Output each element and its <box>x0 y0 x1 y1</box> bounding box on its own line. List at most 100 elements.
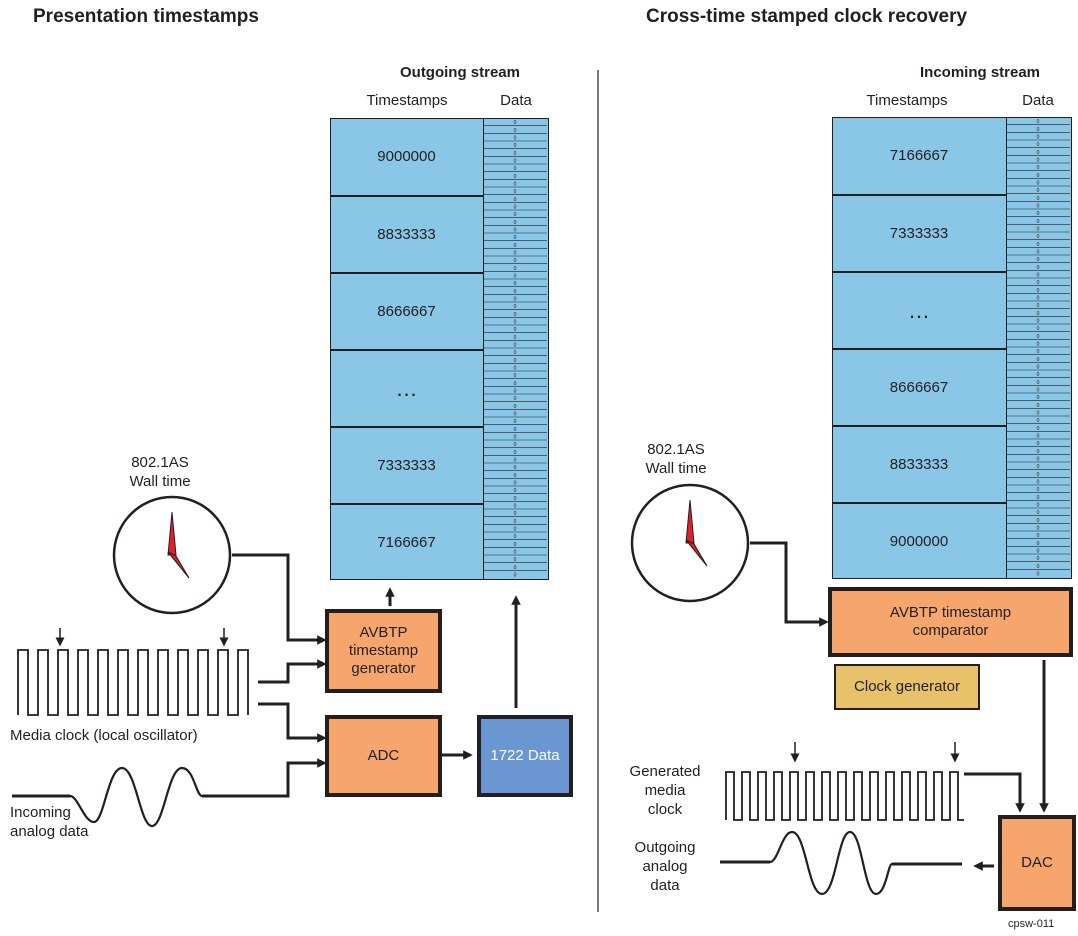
data-bit: 0 <box>514 312 517 318</box>
data-bit: 0 <box>1037 188 1040 194</box>
data-bit: 0 <box>1037 204 1040 210</box>
data-bit: 0 <box>1037 426 1040 432</box>
generated-clock-label: Generated media clock <box>610 762 720 819</box>
left-stream-table: 9000000 8833333 8666667 … 7333333 716666… <box>330 118 549 580</box>
data-bit: 0 <box>1037 127 1040 133</box>
data-bit: 0 <box>1037 165 1040 171</box>
adc-block: ADC <box>325 715 442 797</box>
data-bit: 0 <box>1037 265 1040 271</box>
data-bit: 0 <box>1037 135 1040 141</box>
data-bit: 0 <box>1037 495 1040 501</box>
data-bit: 0 <box>1037 372 1040 378</box>
data-bit: 0 <box>514 212 517 218</box>
outgoing-analog-line: Outgoing <box>634 839 696 856</box>
data-bit: 0 <box>1037 487 1040 493</box>
clock-label-line: 802.1AS <box>131 454 189 471</box>
data-bit: 0 <box>514 197 517 203</box>
data-bit: 0 <box>514 304 517 310</box>
left-timestamps-header: Timestamps <box>366 92 448 109</box>
data-bit: 0 <box>514 573 517 579</box>
data-bit: 0 <box>514 258 517 264</box>
data-bit: 0 <box>1037 395 1040 401</box>
data-bit: 0 <box>514 550 517 556</box>
data-bit: 0 <box>1037 464 1040 470</box>
data-bit: 0 <box>514 404 517 410</box>
data-bit: 0 <box>1037 280 1040 286</box>
left-data-bits: 0000000000000000000000000000000000000000… <box>483 118 547 579</box>
data-bit: 0 <box>514 297 517 303</box>
data-bit: 0 <box>514 465 517 471</box>
data-bit: 0 <box>514 412 517 418</box>
data-bit: 0 <box>514 542 517 548</box>
right-timestamp-cell: 7333333 <box>832 194 1006 271</box>
data-bit: 0 <box>514 143 517 149</box>
data-bit: 0 <box>514 266 517 272</box>
data-bit: 0 <box>514 220 517 226</box>
data-bit: 0 <box>1037 418 1040 424</box>
data-bit: 0 <box>1037 211 1040 217</box>
generated-clock-line: media <box>644 782 686 799</box>
data-bit: 0 <box>514 519 517 525</box>
media-clock-label: Media clock (local oscillator) <box>10 727 198 744</box>
right-stream-table: 7166667 7333333 … 8666667 8833333 900000… <box>832 117 1072 579</box>
data-bit: 0 <box>514 243 517 249</box>
data-bit: 0 <box>1037 480 1040 486</box>
right-data-bits: 0000000000000000000000000000000000000000… <box>1006 117 1070 578</box>
left-timestamp-cell: 8666667 <box>330 272 483 349</box>
data-bit: 0 <box>514 473 517 479</box>
right-data-column <box>1006 117 1072 579</box>
data-bit: 0 <box>514 527 517 533</box>
data-bit: 0 <box>1037 342 1040 348</box>
data-bit: 0 <box>1037 472 1040 478</box>
data-bit: 0 <box>514 289 517 295</box>
right-timestamp-cell: 9000000 <box>832 502 1006 579</box>
data-1722-block: 1722 Data <box>477 715 573 797</box>
data-bit: 0 <box>1037 250 1040 256</box>
data-bit: 0 <box>514 458 517 464</box>
left-timestamp-cell: 7333333 <box>330 426 483 503</box>
outgoing-analog-line: data <box>650 877 680 894</box>
left-panel-title: Presentation timestamps <box>33 6 259 27</box>
generator-line: generator <box>351 660 416 677</box>
generated-clock-line: clock <box>647 801 683 818</box>
data-bit: 0 <box>1037 365 1040 371</box>
left-timestamp-cell: … <box>330 349 483 426</box>
clock-label-line: Wall time <box>645 460 707 477</box>
data-bit: 0 <box>1037 181 1040 187</box>
avbtp-timestamp-comparator: AVBTP timestamp comparator <box>828 587 1073 657</box>
data-bit: 0 <box>514 358 517 364</box>
left-clock-label: 802.1AS Wall time <box>100 453 220 491</box>
right-timestamp-cell: … <box>832 271 1006 348</box>
incoming-analog-label: Incoming analog data <box>10 803 88 841</box>
data-bit: 0 <box>514 274 517 280</box>
right-timestamps-header: Timestamps <box>866 92 948 109</box>
data-bit: 0 <box>1037 457 1040 463</box>
right-timestamp-cell: 8666667 <box>832 348 1006 425</box>
data-bit: 0 <box>1037 357 1040 363</box>
data-bit: 0 <box>1037 541 1040 547</box>
data-bit: 0 <box>1037 303 1040 309</box>
data-bit: 0 <box>514 419 517 425</box>
data-bit: 0 <box>514 450 517 456</box>
data-bit: 0 <box>1037 196 1040 202</box>
data-bit: 0 <box>514 174 517 180</box>
data-bit: 0 <box>1037 403 1040 409</box>
data-bit: 0 <box>514 511 517 517</box>
data-bit: 0 <box>1037 572 1040 578</box>
comparator-line: comparator <box>912 622 989 639</box>
data-bit: 0 <box>1037 311 1040 317</box>
data-bit: 0 <box>1037 388 1040 394</box>
data-bit: 0 <box>514 320 517 326</box>
data-bit: 0 <box>514 534 517 540</box>
data-bit: 0 <box>1037 349 1040 355</box>
data-bit: 0 <box>1037 510 1040 516</box>
right-panel-title: Cross-time stamped clock recovery <box>646 6 968 27</box>
data-bit: 0 <box>514 189 517 195</box>
data-bit: 0 <box>1037 173 1040 179</box>
data-bit: 0 <box>514 281 517 287</box>
data-bit: 0 <box>514 488 517 494</box>
data-bit: 0 <box>514 182 517 188</box>
data-bit: 0 <box>1037 234 1040 240</box>
right-analog-wave <box>769 830 894 896</box>
right-timestamp-cell: 8833333 <box>832 425 1006 502</box>
